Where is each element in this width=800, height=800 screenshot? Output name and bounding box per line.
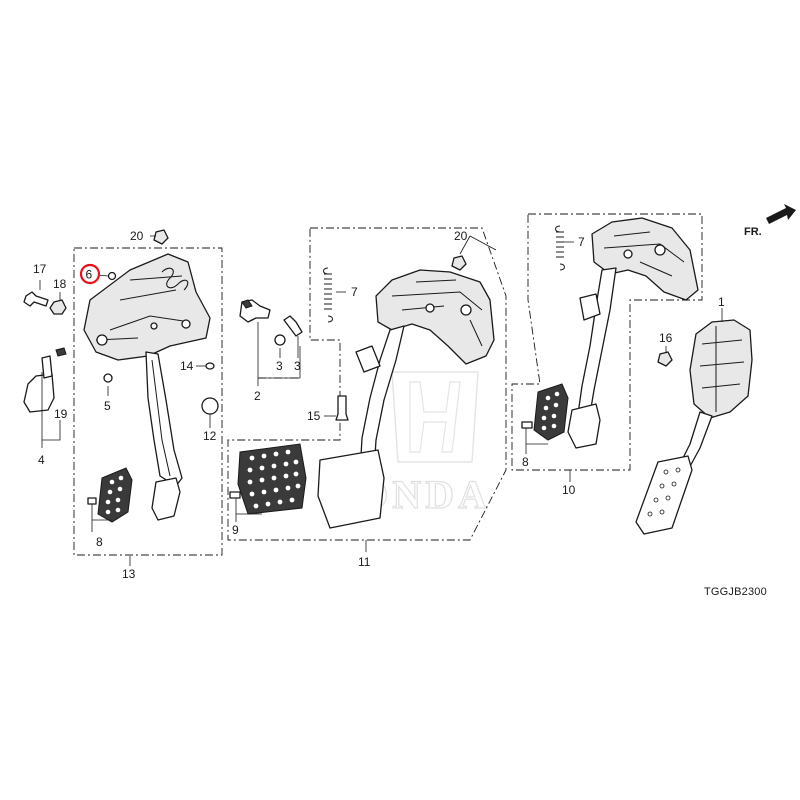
bracket-hole: [654, 244, 666, 256]
honda-watermark-logo: [391, 371, 479, 463]
callout-19[interactable]: 19: [54, 407, 68, 421]
bracket-hole: [460, 304, 472, 316]
switch-2-tip: [241, 299, 253, 309]
callout-10[interactable]: 10: [562, 483, 576, 497]
cushion-5: [103, 373, 113, 383]
pedal-pad-11: [317, 449, 385, 529]
pad-dots: [105, 475, 124, 515]
callout-5[interactable]: 5: [104, 399, 111, 413]
callout-labels: 6 20 17 18 19 4 14 5 12 8 13 3 3 2 7 20 …: [33, 229, 767, 598]
stop-switch-4-plunger: [41, 355, 53, 379]
brake-pedal-arm-11-brace: [355, 345, 381, 373]
bolt-15: [335, 395, 349, 421]
leader-lines: [39, 235, 723, 566]
brake-pedal-arm-13-edge: [151, 359, 171, 477]
pedal-bracket-11-ribs: [391, 279, 483, 347]
stop-switch-4: [23, 373, 55, 413]
nut-18: [49, 299, 67, 315]
pedal-pad-10: [567, 403, 601, 449]
pedal-rubber-pad-8-left: [97, 467, 133, 523]
callout-12[interactable]: 12: [203, 429, 217, 443]
bracket-hole: [623, 249, 633, 259]
callout-6[interactable]: 6: [86, 268, 93, 282]
clip-8-right: [521, 421, 533, 429]
clip-3a: [283, 315, 303, 337]
brake-pedal-arm-13: [145, 351, 183, 487]
diagram-code: TGGJB2300: [704, 586, 767, 598]
callout-6-highlight[interactable]: [79, 263, 101, 285]
front-direction-indicator: FR.: [744, 204, 796, 238]
switch-cap-19: [55, 347, 67, 357]
bracket-hole: [96, 334, 108, 346]
callout-15[interactable]: 15: [307, 409, 321, 423]
group-box-13: [73, 247, 223, 556]
bracket-hole: [150, 322, 158, 330]
callout-7-right[interactable]: 7: [578, 235, 585, 249]
callout-18[interactable]: 18: [53, 277, 67, 291]
callout-1[interactable]: 1: [718, 295, 725, 309]
bracket-spring-13: [161, 267, 189, 291]
accelerator-pedal-1-ribs: [699, 326, 745, 412]
callout-4[interactable]: 4: [38, 453, 45, 467]
group-box-11: [227, 227, 507, 541]
nut-20-left: [153, 229, 169, 245]
callout-8-left[interactable]: 8: [96, 535, 103, 549]
callout-20-mid[interactable]: 20: [454, 229, 468, 243]
callout-8-right[interactable]: 8: [522, 455, 529, 469]
pad-dots: [247, 449, 301, 509]
return-spring-7-mid-hooks: [323, 267, 333, 323]
return-spring-7-mid: [324, 273, 332, 310]
bolt-17: [23, 291, 49, 307]
callout-13[interactable]: 13: [122, 567, 136, 581]
group-box-10: [511, 213, 703, 471]
clip-9: [229, 491, 241, 499]
pad-dots: [541, 391, 560, 431]
return-spring-7-right: [556, 231, 564, 258]
return-spring-7-right-hooks: [555, 225, 565, 271]
bracket-hole: [181, 319, 191, 329]
front-arrow-icon: [766, 204, 796, 224]
callout-14[interactable]: 14: [180, 359, 194, 373]
clip-8-left: [87, 497, 97, 505]
callout-3-left[interactable]: 3: [276, 359, 283, 373]
pedal-bracket-10-ribs: [603, 231, 685, 277]
pedal-bracket-13-ribs: [95, 275, 191, 341]
clip-6: [107, 271, 117, 281]
bracket-hole: [425, 303, 435, 313]
callout-16[interactable]: 16: [659, 331, 673, 345]
callout-9[interactable]: 9: [232, 523, 239, 537]
clip-3b: [274, 334, 286, 346]
clutch-pedal-arm-10: [577, 267, 617, 415]
callout-3-right[interactable]: 3: [294, 359, 301, 373]
pad-dots: [647, 467, 681, 517]
pedal-rubber-pad-8-right: [533, 383, 569, 441]
pin-14: [205, 362, 215, 370]
clutch-pedal-arm-10-lower: [579, 293, 601, 321]
callout-17[interactable]: 17: [33, 262, 47, 276]
accelerator-pedal-1: [689, 319, 753, 419]
callout-20-left[interactable]: 20: [130, 229, 144, 243]
pedal-bracket-13: [83, 253, 211, 361]
accelerator-pad-1: [635, 455, 693, 535]
callout-11[interactable]: 11: [358, 555, 371, 569]
grommet-12: [201, 397, 219, 415]
nut-16: [657, 351, 673, 367]
callout-2[interactable]: 2: [254, 389, 261, 403]
pedal-pad-13: [151, 477, 181, 521]
front-direction-label: FR.: [744, 226, 762, 238]
nut-20-mid: [451, 255, 467, 271]
honda-watermark-h: [409, 381, 461, 453]
callout-7-mid[interactable]: 7: [351, 285, 358, 299]
